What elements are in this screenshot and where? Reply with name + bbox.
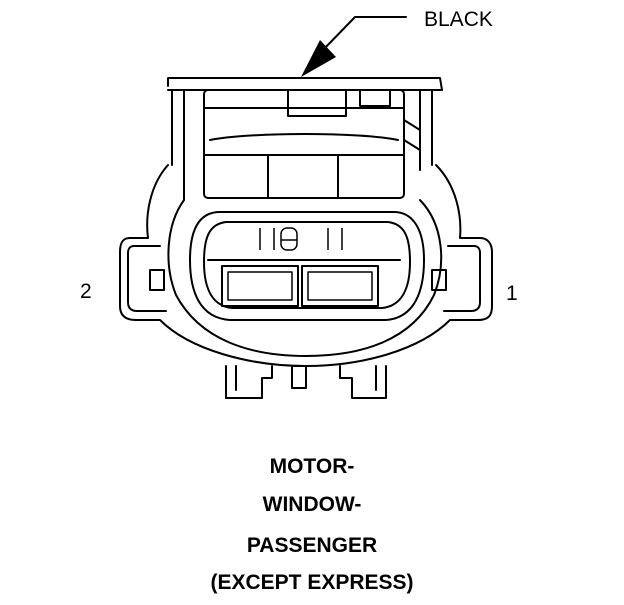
side-tabs <box>149 269 447 291</box>
color-leader-arrow <box>301 16 407 77</box>
connector-feet <box>225 365 387 399</box>
caption-line-4: (EXCEPT EXPRESS) <box>210 571 414 594</box>
pin-1-label: 1 <box>506 282 518 305</box>
caption-line-1: MOTOR- <box>269 455 355 478</box>
terminal-cavity-block <box>189 211 425 321</box>
pin-2-label: 2 <box>80 280 92 303</box>
caption-line-2: WINDOW- <box>262 493 362 516</box>
caption-line-3: PASSENGER <box>246 534 378 557</box>
connector-latch <box>203 89 421 199</box>
color-label: BLACK <box>424 8 493 31</box>
